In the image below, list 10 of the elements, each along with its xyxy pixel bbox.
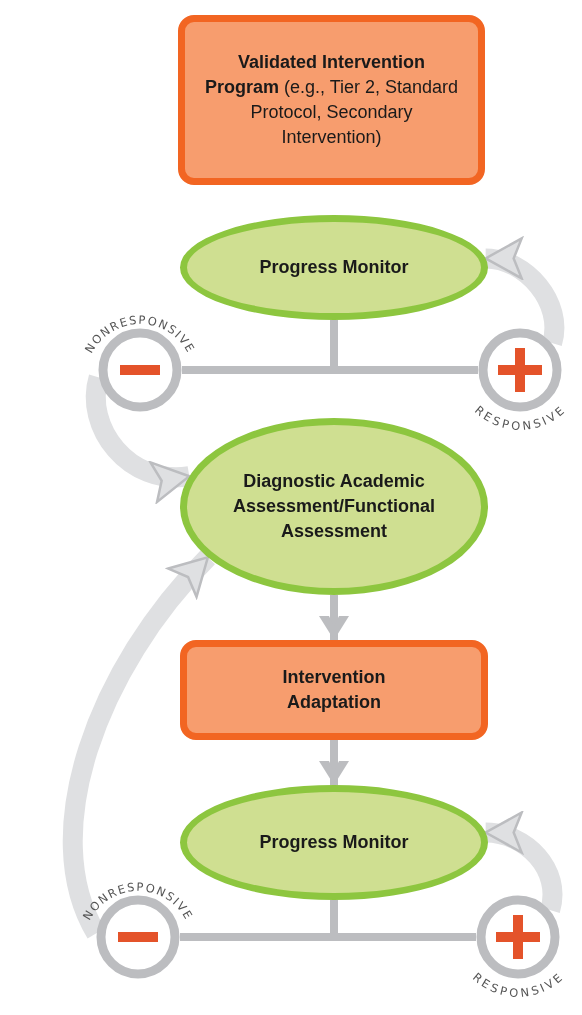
- process-box: [178, 15, 485, 185]
- curved-arrow: [86, 375, 191, 501]
- node-text: Diagnostic Academic Assessment/Functional Assessment: [231, 469, 437, 544]
- node-text: Intervention Adaptation: [281, 665, 387, 714]
- node-text: Progress Monitor: [259, 830, 409, 854]
- curved-arrow: [62, 550, 216, 938]
- node-text: Validated Intervention Program (e.g., Tier 2, Standard Protocol, Secondary Intervention): [204, 50, 459, 150]
- node-text: Progress Monitor: [259, 255, 409, 279]
- process-box: [180, 640, 488, 740]
- curved-arrow: [484, 814, 563, 912]
